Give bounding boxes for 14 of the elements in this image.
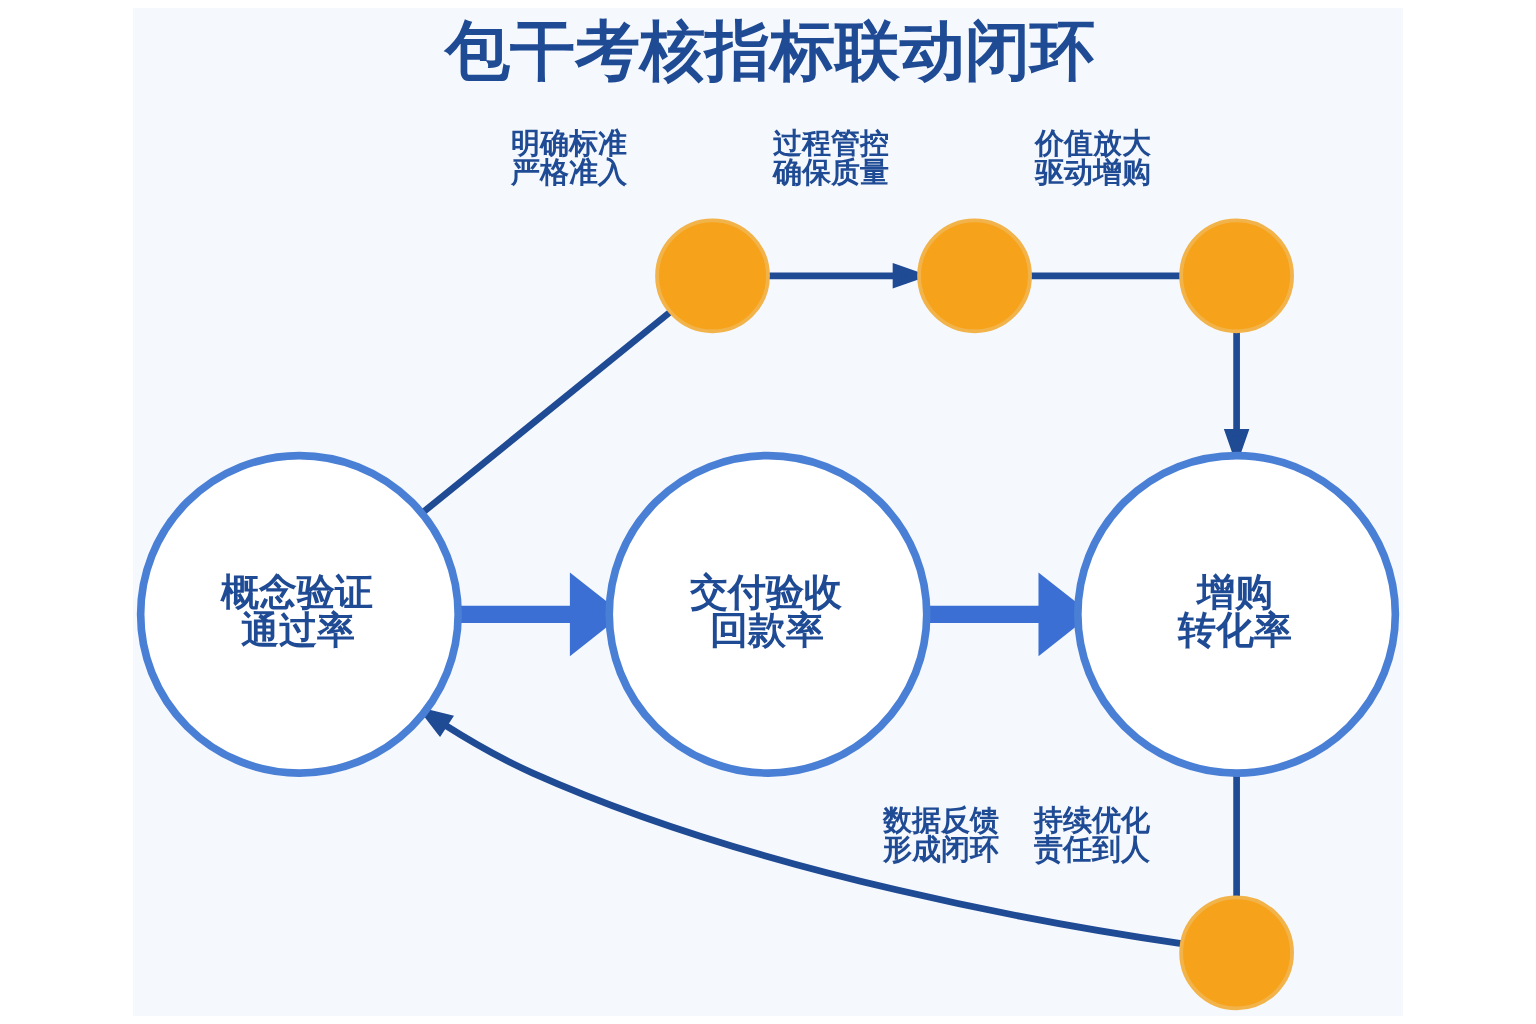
node-label: 过程管控确保质量 xyxy=(772,126,889,190)
node-label: 持续优化责任到人 xyxy=(1033,803,1150,867)
node-circle xyxy=(655,218,770,334)
node-label: 明确标准严格准入 xyxy=(510,126,627,190)
node-label: 价值放大驱动增购 xyxy=(1034,126,1151,190)
node-circle xyxy=(1179,218,1294,334)
node-circle: 交付验收回款率 xyxy=(605,451,931,777)
node-label: 数据反馈形成闭环 xyxy=(882,803,999,867)
connector xyxy=(1030,272,1181,280)
node-circle: 增购转化率 xyxy=(1074,451,1400,777)
node-circle xyxy=(1179,895,1294,1011)
diagram-title: 包干考核指标联动闭环 xyxy=(444,13,1095,89)
node-circle: 概念验证通过率 xyxy=(136,451,462,777)
node-circle xyxy=(917,218,1032,334)
